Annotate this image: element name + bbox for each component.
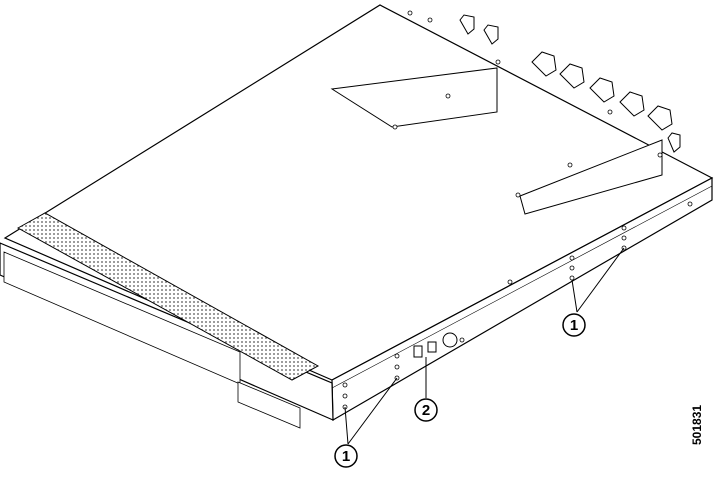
front-ports (3, 251, 301, 429)
callout-1a-leader-2 (576, 247, 625, 313)
top-label-plate (330, 67, 498, 128)
callout-1-left: 1 (334, 444, 358, 468)
callout-1-left-number: 1 (342, 448, 350, 465)
callout-1-right-number: 1 (570, 317, 578, 334)
callout-2: 2 (414, 398, 438, 422)
callout-1b-leader-2 (347, 377, 398, 445)
rear-label-plate (519, 139, 663, 215)
ground-lug (413, 332, 458, 358)
callout-1b-leader (344, 406, 349, 445)
callout-1a-leader (571, 279, 578, 313)
callout-1-right: 1 (562, 313, 586, 337)
rear-modules (459, 14, 681, 153)
front-vent-grille (16, 212, 320, 381)
callout-2-number: 2 (422, 402, 430, 419)
figure-id-label: 501831 (690, 404, 704, 445)
